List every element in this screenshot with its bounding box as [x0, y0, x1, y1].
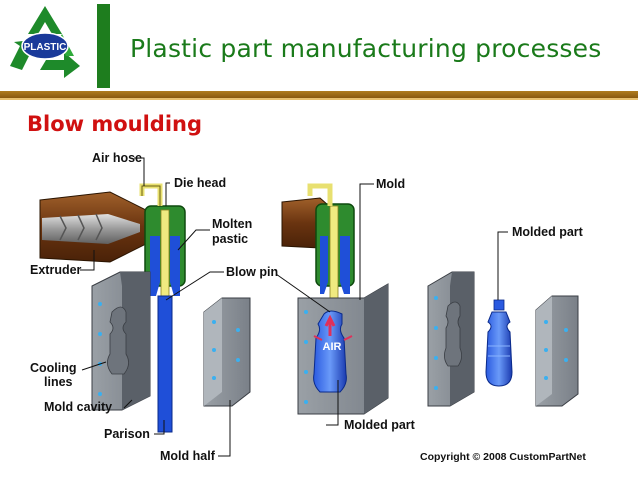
label-extruder: Extruder [30, 263, 82, 277]
label-mold-cavity: Mold cavity [44, 400, 112, 414]
label-molded-part-right: Molded part [512, 225, 584, 239]
recycle-logo: PLASTIC [0, 0, 90, 88]
mold-closed: AIR [297, 283, 389, 415]
label-molten-plastic-1: Molten [212, 217, 252, 231]
recycle-icon: PLASTIC [10, 6, 80, 78]
label-molten-plastic-2: pastic [212, 232, 248, 246]
molded-bottle [485, 299, 513, 387]
inflating-parison [313, 310, 347, 393]
header-accent-bar [97, 4, 110, 88]
logo-text: PLASTIC [24, 42, 67, 53]
mold-half-right-stage3 [535, 295, 579, 407]
header-divider-highlight [0, 98, 638, 100]
die-head-stage2 [281, 183, 355, 317]
leader-lines [80, 157, 508, 457]
label-blow-pin: Blow pin [226, 265, 278, 279]
section-subtitle: Blow moulding [27, 112, 203, 136]
page-title: Plastic part manufacturing processes [130, 34, 602, 63]
label-cooling-lines-1: Cooling [30, 361, 77, 375]
label-die-head: Die head [174, 176, 226, 190]
header-divider [0, 91, 638, 98]
label-cooling-lines-2: lines [44, 375, 73, 389]
label-air-hose: Air hose [92, 151, 142, 165]
parison [157, 295, 173, 433]
extruder [39, 191, 151, 263]
copyright-text: Copyright © 2008 CustomPartNet [420, 451, 586, 463]
mold-half-left-open [91, 271, 151, 411]
air-hose [139, 183, 163, 206]
label-molded-part-center: Molded part [344, 418, 416, 432]
label-parison: Parison [104, 427, 150, 441]
die-head [144, 205, 186, 307]
air-label: AIR [323, 341, 342, 353]
mold-half-left-stage3 [427, 271, 475, 407]
mold-half-right-open [203, 297, 251, 407]
label-mold-half: Mold half [160, 449, 216, 463]
label-mold: Mold [376, 177, 405, 191]
